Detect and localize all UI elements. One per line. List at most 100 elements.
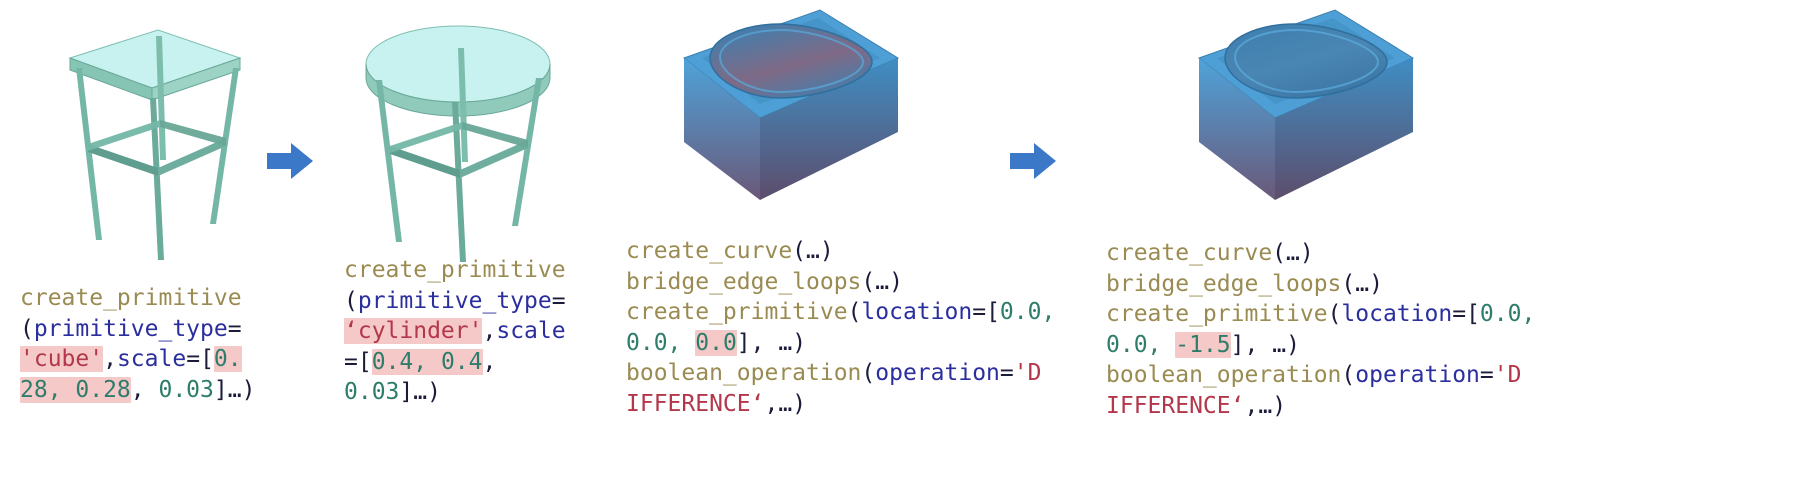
code-caption-panel-1: create_primitive (primitive_type='cube',s…	[20, 283, 288, 405]
code-token: 0.03	[158, 376, 214, 403]
code-caption-panel-4: create_curve(…)bridge_edge_loops(…)creat…	[1106, 238, 1556, 421]
code-token: location	[1341, 301, 1453, 327]
code-token: =	[1479, 362, 1494, 388]
code-token: ,	[103, 346, 117, 372]
code-token: ,	[482, 348, 497, 375]
code-line: create_primitive(location=[0.0,	[1106, 299, 1556, 330]
code-token: primitive_type	[33, 315, 228, 342]
code-line: bridge_edge_loops(…)	[1106, 269, 1556, 300]
code-token: 0.0,	[1106, 331, 1176, 358]
transform-arrow-1	[265, 140, 317, 184]
code-token: …	[778, 329, 793, 356]
code-line: create_primitive(location=[0.0,	[626, 297, 1066, 328]
code-token: )	[889, 268, 903, 295]
code-token: 'D	[1013, 360, 1042, 386]
code-token: =	[1452, 301, 1467, 327]
code-token-highlighted: 'cube'	[20, 346, 104, 372]
panel-square-stool: create_primitive (primitive_type='cube',s…	[0, 0, 320, 502]
code-token: =	[551, 287, 566, 314]
code-line: (primitive_type=	[20, 314, 288, 345]
code-token: )	[1272, 392, 1287, 419]
code-token: )	[427, 379, 441, 405]
code-token: [	[986, 299, 1000, 325]
code-token: (	[1327, 301, 1342, 327]
code-token-highlighted: 0.	[213, 346, 242, 372]
code-line: 0.03]…)	[344, 377, 608, 408]
code-line: create_primitive	[344, 255, 608, 286]
code-token: …	[875, 268, 890, 295]
code-token: …	[778, 390, 793, 417]
code-line: boolean_operation(operation='D	[626, 358, 1066, 389]
render-round-stool	[340, 10, 580, 270]
code-token: scale	[496, 318, 566, 344]
code-token: 0.03	[344, 379, 400, 405]
code-token: bridge_edge_loops	[626, 268, 862, 295]
code-line: 0.0, -1.5], …)	[1106, 330, 1556, 361]
code-token: ,	[1244, 392, 1259, 419]
code-token: ]	[1230, 331, 1245, 358]
code-token-highlighted: -1.5	[1175, 331, 1231, 358]
code-token-highlighted: 28, 0.28	[20, 376, 131, 403]
code-token: (	[344, 287, 358, 314]
render-square-stool	[40, 10, 270, 270]
code-token-highlighted: ‘cylinder'	[344, 318, 483, 344]
code-token: 0.0,	[999, 299, 1056, 325]
code-token: (	[792, 238, 807, 264]
code-token: scale	[116, 346, 187, 372]
code-token: ]	[399, 379, 414, 405]
code-token: boolean_operation	[626, 360, 862, 386]
code-line: bridge_edge_loops(…)	[626, 267, 1066, 298]
code-token: create_primitive	[344, 257, 566, 283]
code-token: )	[792, 329, 807, 356]
code-token: =	[999, 360, 1014, 386]
panel-round-stool: create_primitive(primitive_type=‘cylinde…	[330, 0, 630, 502]
code-token: create_curve	[1106, 240, 1273, 266]
code-token: create_curve	[626, 238, 793, 264]
code-line: 28, 0.28, 0.03]…)	[20, 375, 288, 406]
code-token: IFFERENCE‘	[626, 390, 765, 417]
code-token: )	[241, 376, 256, 403]
code-token: =	[344, 348, 358, 375]
code-token: create_primitive	[626, 299, 848, 325]
code-token: [	[200, 346, 214, 372]
code-token: ,	[482, 318, 497, 344]
code-token: (	[861, 360, 876, 386]
code-token: )	[792, 390, 807, 417]
code-line: =[0.4, 0.4,	[344, 347, 608, 378]
code-line: (primitive_type=	[344, 286, 608, 317]
code-token-highlighted: 0.0	[695, 329, 737, 356]
code-token: bridge_edge_loops	[1106, 270, 1342, 297]
code-token: ,	[764, 390, 779, 417]
code-token: ]	[213, 376, 228, 403]
code-token: create_primitive	[1106, 301, 1328, 327]
code-token: [	[1466, 301, 1480, 327]
code-token: (	[847, 299, 862, 325]
code-token: 0.0,	[626, 329, 696, 356]
code-token: )	[1299, 240, 1314, 266]
code-token: create_primitive	[20, 285, 242, 311]
code-token: location	[861, 299, 973, 325]
code-token: …	[227, 376, 242, 403]
code-token: (	[1341, 270, 1356, 297]
code-token: primitive_type	[357, 287, 552, 314]
panel-shallow-bathtub: create_curve(…)bridge_edge_loops(…)creat…	[620, 0, 1080, 502]
code-token: =	[186, 346, 201, 372]
code-caption-panel-3: create_curve(…)bridge_edge_loops(…)creat…	[626, 236, 1066, 419]
code-token: (	[1272, 240, 1287, 266]
code-token-highlighted: 0.4, 0.4	[371, 348, 483, 375]
code-token: [	[357, 348, 372, 375]
code-line: ‘cylinder',scale	[344, 316, 608, 347]
code-token: …	[1258, 392, 1273, 419]
code-token: operation	[875, 360, 1000, 386]
code-line: 0.0, 0.0], …)	[626, 328, 1066, 359]
code-line: IFFERENCE‘,…)	[1106, 391, 1556, 422]
code-token: ]	[736, 329, 751, 356]
code-token: …	[413, 379, 428, 405]
code-token: …	[1286, 240, 1300, 266]
code-token: …	[1272, 331, 1287, 358]
code-token: 'D	[1493, 362, 1522, 388]
render-deep-bathtub	[1155, 0, 1435, 230]
code-token: 0.0,	[1479, 301, 1536, 327]
code-token: (	[1341, 362, 1356, 388]
